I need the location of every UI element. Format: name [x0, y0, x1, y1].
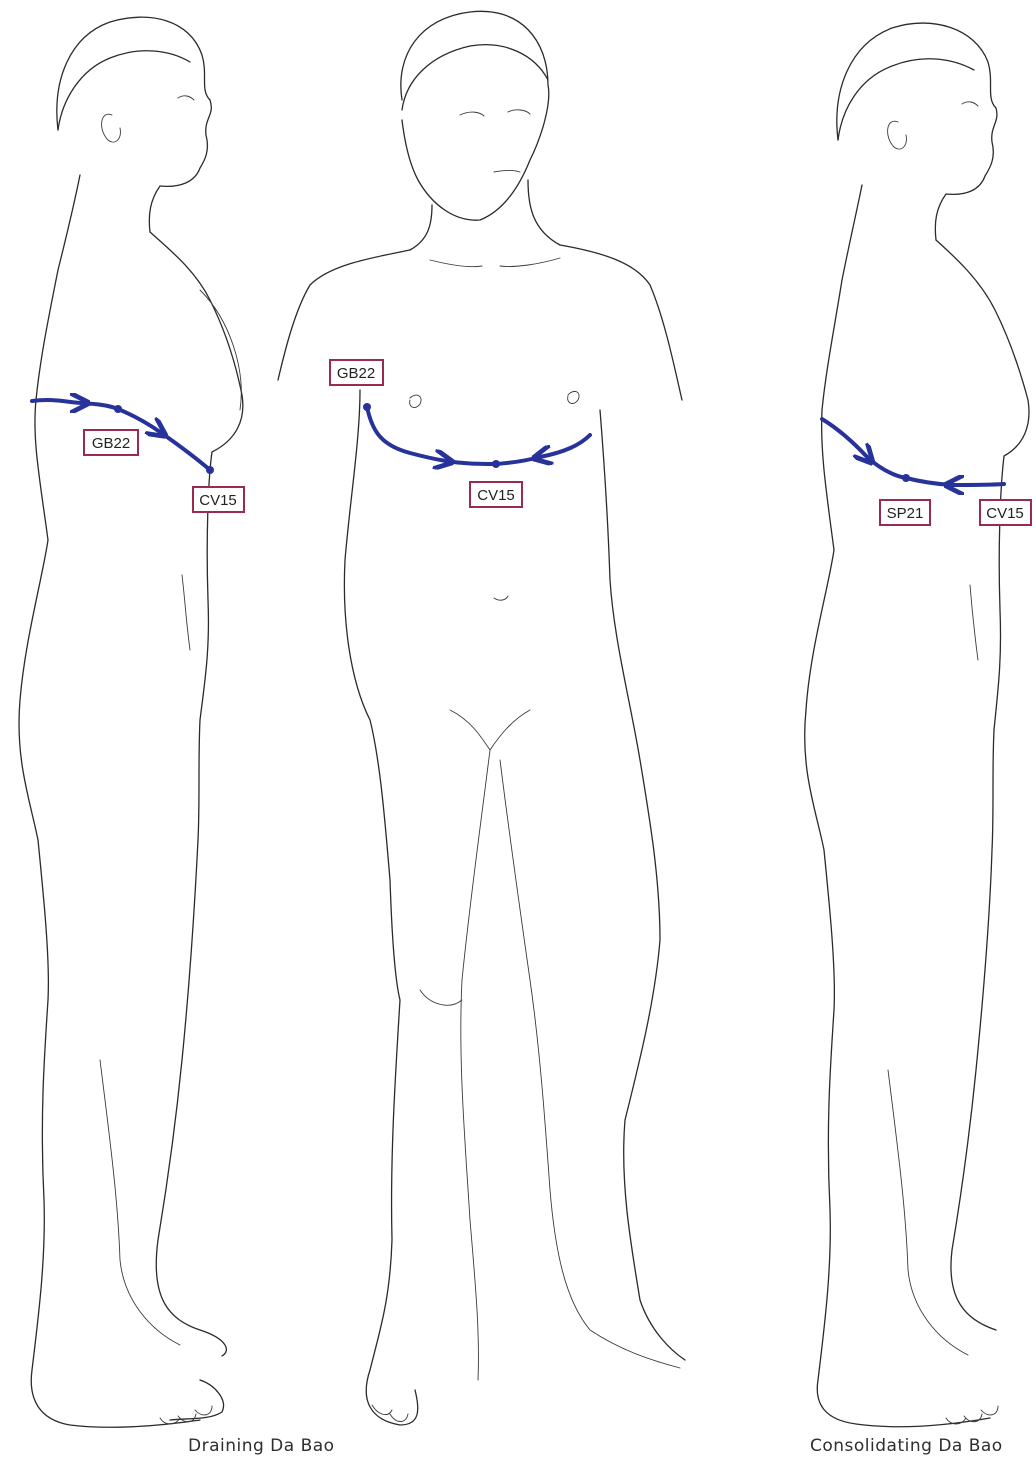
- left-cv15-label: CV15: [193, 487, 244, 512]
- center-channel-segment-4: [496, 457, 540, 464]
- left-gb22-text: GB22: [92, 435, 130, 452]
- center-figure-neck: [410, 180, 560, 250]
- left-gb22-label: GB22: [84, 430, 138, 455]
- left-channel-segment-1: [32, 400, 82, 403]
- right-figure-back: [805, 185, 990, 1427]
- caption-consolidating-da-bao: Consolidating Da Bao: [810, 1436, 1003, 1456]
- left-gb22-dot: [114, 405, 122, 413]
- left-cv15-dot: [206, 466, 214, 474]
- left-figure-back-leg: [100, 1060, 180, 1345]
- center-figure-toes: [372, 1405, 408, 1422]
- left-cv15-text: CV15: [199, 492, 237, 509]
- center-figure-nipples: [410, 391, 579, 407]
- left-channel-segment-3: [160, 432, 210, 470]
- center-figure: [278, 11, 685, 1425]
- right-cv15-text: CV15: [986, 505, 1024, 522]
- left-figure-foot: [170, 1380, 223, 1420]
- center-figure-navel: [494, 596, 508, 600]
- right-channel-segment-1: [822, 419, 868, 458]
- right-channel-segment-4: [906, 478, 952, 485]
- center-cv15-text: CV15: [477, 487, 515, 504]
- center-figure-mouth: [494, 171, 520, 173]
- right-figure: [805, 23, 1029, 1427]
- center-cv15-label: CV15: [470, 482, 522, 507]
- right-figure-ear: [888, 121, 907, 149]
- right-figure-hair: [838, 59, 974, 140]
- center-gb22-dot: [363, 403, 371, 411]
- right-sp21-label: SP21: [880, 500, 930, 525]
- center-gb22-label: GB22: [330, 360, 383, 385]
- left-figure-breast: [200, 290, 241, 410]
- left-figure-hair: [58, 51, 190, 130]
- center-figure-hair: [402, 45, 548, 110]
- center-channel-segment-1: [367, 407, 446, 461]
- center-figure-torso: [344, 390, 685, 1425]
- center-figure-knee: [420, 990, 462, 1005]
- center-channel-segment-3: [540, 435, 590, 457]
- right-cv15-label: CV15: [980, 500, 1031, 525]
- left-figure-ear: [102, 114, 121, 142]
- right-figure-arm: [970, 585, 978, 660]
- right-figure-toes: [946, 1406, 998, 1424]
- right-figure-eye: [962, 102, 978, 106]
- right-figure-head: [837, 23, 997, 240]
- center-figure-clavicle: [430, 258, 560, 267]
- left-figure-eye: [178, 96, 194, 100]
- right-sp21-dot: [902, 474, 910, 482]
- left-figure: [19, 17, 243, 1427]
- left-figure-arm: [182, 575, 190, 650]
- center-figure-groin: [450, 710, 530, 750]
- left-figure-toes: [160, 1406, 212, 1424]
- left-figure-back: [19, 175, 200, 1427]
- center-figure-eyes: [460, 110, 530, 116]
- center-gb22-text: GB22: [337, 365, 375, 382]
- acupoint-dots: [114, 403, 910, 482]
- center-channel-segment-2: [446, 461, 496, 464]
- caption-draining-da-bao: Draining Da Bao: [188, 1436, 335, 1456]
- center-figure-head: [401, 11, 549, 220]
- left-figure-front: [150, 232, 243, 1356]
- right-sp21-text: SP21: [887, 505, 924, 522]
- right-figure-front: [936, 240, 1029, 1330]
- channel-lines: [32, 400, 1004, 485]
- right-figure-back-leg: [888, 1070, 968, 1355]
- right-channel-segment-3: [952, 484, 1004, 485]
- right-channel-segment-2: [868, 458, 906, 478]
- center-figure-legs: [461, 750, 680, 1380]
- center-cv15-dot: [492, 460, 500, 468]
- left-figure-head: [57, 17, 211, 232]
